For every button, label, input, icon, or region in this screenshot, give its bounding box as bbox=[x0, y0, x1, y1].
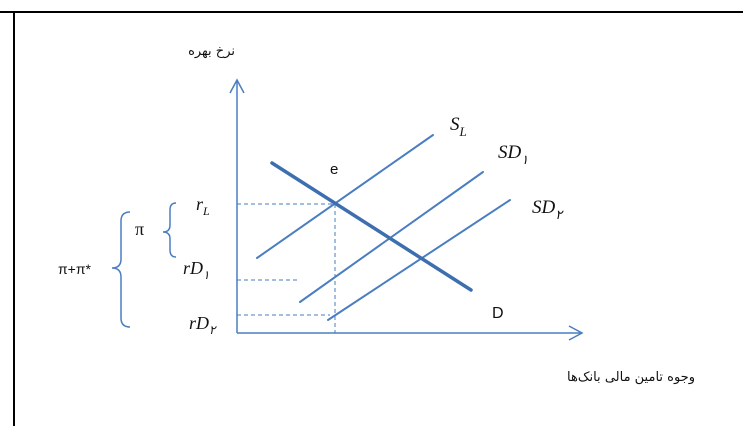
supply-deposit-2-label: SD۲ bbox=[532, 197, 564, 222]
r-l-label: rL bbox=[196, 194, 210, 218]
demand-curve bbox=[270, 161, 473, 292]
outer-brace-label: π+π* bbox=[58, 261, 91, 277]
r-d1-label: rD۱ bbox=[183, 258, 209, 282]
y-axis-arrowhead bbox=[229, 78, 245, 94]
demand-label: D bbox=[492, 305, 504, 322]
x-axis-arrowhead bbox=[568, 325, 584, 341]
supply-deposit-2-curve bbox=[327, 199, 511, 321]
inner-brace bbox=[162, 202, 177, 258]
equilibrium-label: e bbox=[330, 161, 338, 178]
supply-deposit-1-label: SD۱ bbox=[498, 142, 528, 167]
supply-long-label: SL bbox=[450, 114, 467, 139]
r-d2-label: rD۲ bbox=[189, 313, 217, 337]
supply-long-curve bbox=[256, 134, 434, 259]
x-axis-label: وجوه تامین مالی بانک‌ها bbox=[567, 370, 695, 385]
outer-brace bbox=[111, 211, 131, 328]
braces bbox=[111, 202, 177, 328]
curves bbox=[256, 134, 511, 321]
axes bbox=[229, 78, 584, 341]
y-axis-label: نرخ بهره bbox=[188, 44, 235, 59]
inner-brace-label: π bbox=[135, 219, 144, 239]
supply-deposit-1-curve bbox=[299, 171, 484, 303]
guides bbox=[237, 203, 336, 333]
